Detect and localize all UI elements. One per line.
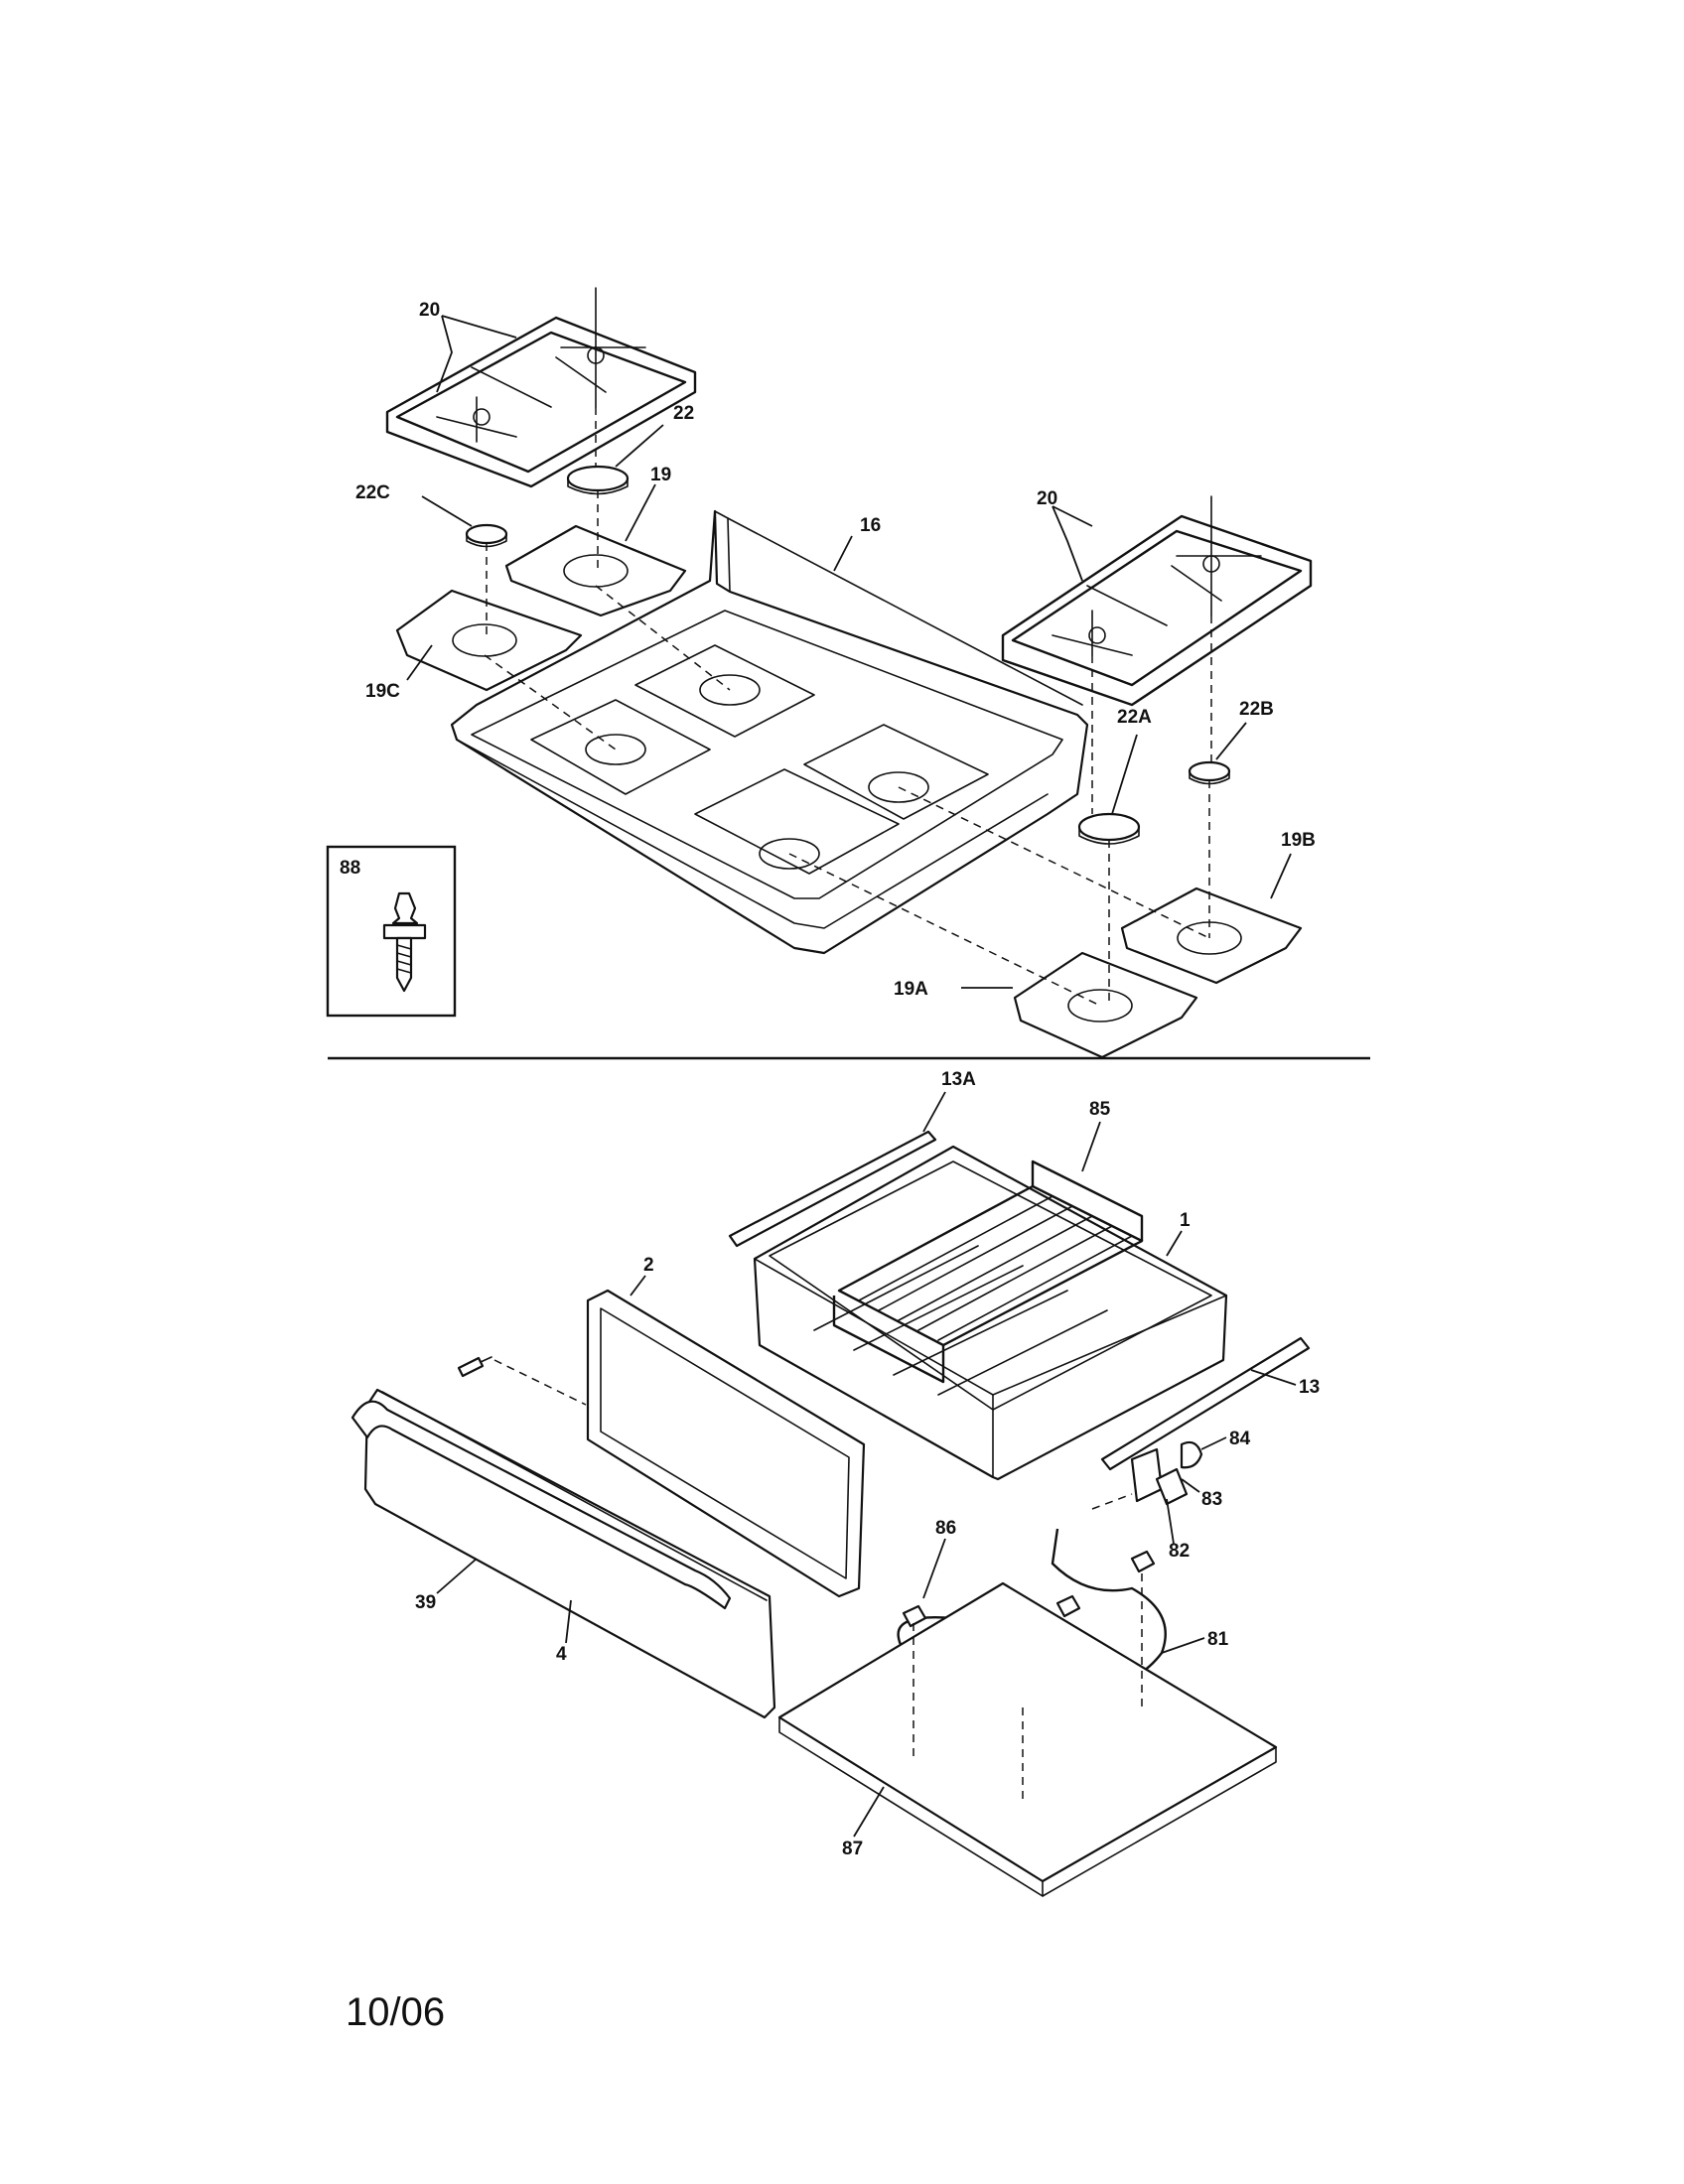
callout-16: 16	[860, 515, 881, 536]
cooktop-main-top	[450, 509, 1089, 955]
callout-labels: 20 22 22C 19 16 19C 20 22A 22B 19B 19A 8…	[340, 300, 1320, 1859]
callout-19a: 19A	[894, 979, 928, 1000]
drawer-handle	[351, 1400, 732, 1610]
drip-pan-19a	[1013, 951, 1198, 1059]
callout-13a: 13A	[941, 1069, 976, 1090]
assembly-lines-top	[484, 407, 1212, 1007]
callout-88: 88	[340, 858, 360, 879]
clip-parts	[902, 1550, 1156, 1628]
callout-81: 81	[1207, 1629, 1229, 1650]
callout-20-right: 20	[1037, 488, 1057, 509]
callout-82: 82	[1169, 1541, 1190, 1562]
callout-13: 13	[1299, 1377, 1320, 1398]
callout-22a: 22A	[1117, 707, 1152, 728]
callout-84: 84	[1229, 1429, 1251, 1449]
callout-22c: 22C	[355, 482, 390, 503]
callout-85: 85	[1089, 1099, 1111, 1120]
burner-cap-22	[566, 465, 630, 495]
drawer-rack	[832, 1160, 1144, 1384]
drawer-slide-13a	[728, 1130, 937, 1248]
callout-20-left: 20	[419, 300, 440, 321]
callout-19: 19	[650, 465, 671, 485]
burner-grate-right	[1001, 495, 1313, 707]
footer-date: 10/06	[346, 1990, 445, 2034]
inset-box-88	[326, 845, 457, 1018]
drip-pan-19	[504, 524, 687, 617]
callout-83: 83	[1201, 1489, 1222, 1510]
callout-19b: 19B	[1281, 830, 1316, 851]
drip-pan-19b	[1120, 887, 1303, 985]
callout-19c: 19C	[365, 681, 400, 702]
callout-4: 4	[556, 1644, 567, 1665]
mounting-screw	[457, 1356, 492, 1378]
burner-cap-22a	[1077, 812, 1141, 845]
callout-39: 39	[415, 1592, 436, 1613]
callout-1: 1	[1180, 1210, 1191, 1231]
callout-86: 86	[935, 1518, 956, 1539]
drawer-slide-13	[1100, 1336, 1311, 1471]
assembly-lines-bottom	[493, 1359, 1143, 1802]
ignitor-bracket	[1130, 1440, 1203, 1506]
bottom-tray	[777, 1581, 1278, 1897]
callout-22b: 22B	[1239, 699, 1274, 720]
callout-2: 2	[643, 1255, 654, 1276]
callout-87: 87	[842, 1839, 863, 1859]
drawer-front-panel	[363, 1388, 776, 1719]
drip-pan-19c	[395, 589, 583, 692]
burner-grate-left	[385, 287, 697, 488]
leader-lines	[406, 315, 1297, 1838]
drawer-inner-panel	[586, 1289, 866, 1598]
callout-22: 22	[673, 403, 694, 424]
